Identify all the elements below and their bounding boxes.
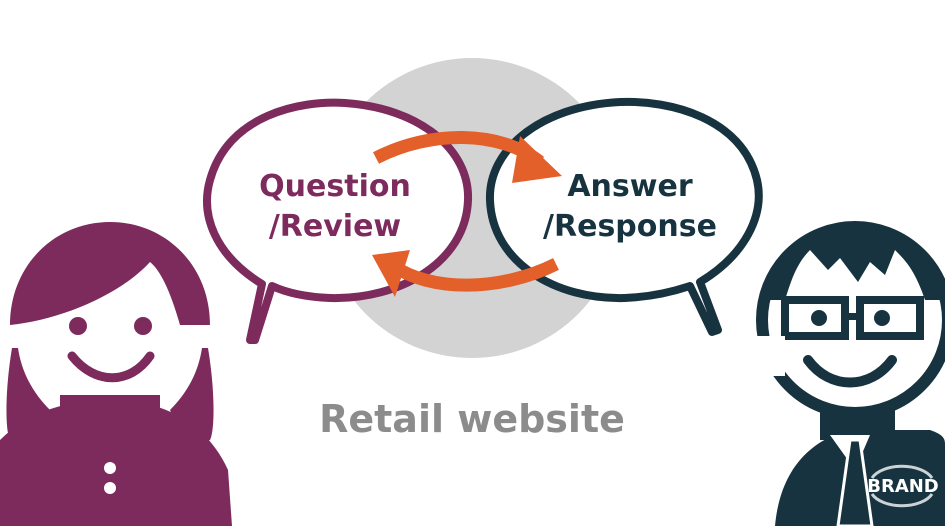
- customer-hair: [10, 222, 210, 325]
- answer-label-line2: /Response: [543, 209, 717, 244]
- customer-figure: [0, 222, 232, 526]
- brand-rep-figure: BRAND: [755, 221, 945, 526]
- brand-badge-label: BRAND: [867, 476, 939, 497]
- brand-rep-hair: [770, 225, 942, 300]
- arrow-to-customer: [372, 250, 559, 297]
- arrow-to-brand: [373, 131, 562, 183]
- retail-website-label: Retail website: [319, 397, 625, 441]
- customer-hair-right: [170, 348, 214, 442]
- brand-badge: BRAND: [867, 464, 939, 508]
- question-label-line2: /Review: [269, 209, 401, 244]
- customer-hair-left: [6, 348, 50, 442]
- question-bubble: Question /Review: [203, 98, 473, 344]
- customer-body: [0, 400, 232, 526]
- question-label-line1: Question: [259, 169, 411, 204]
- answer-label-line1: Answer: [567, 169, 692, 204]
